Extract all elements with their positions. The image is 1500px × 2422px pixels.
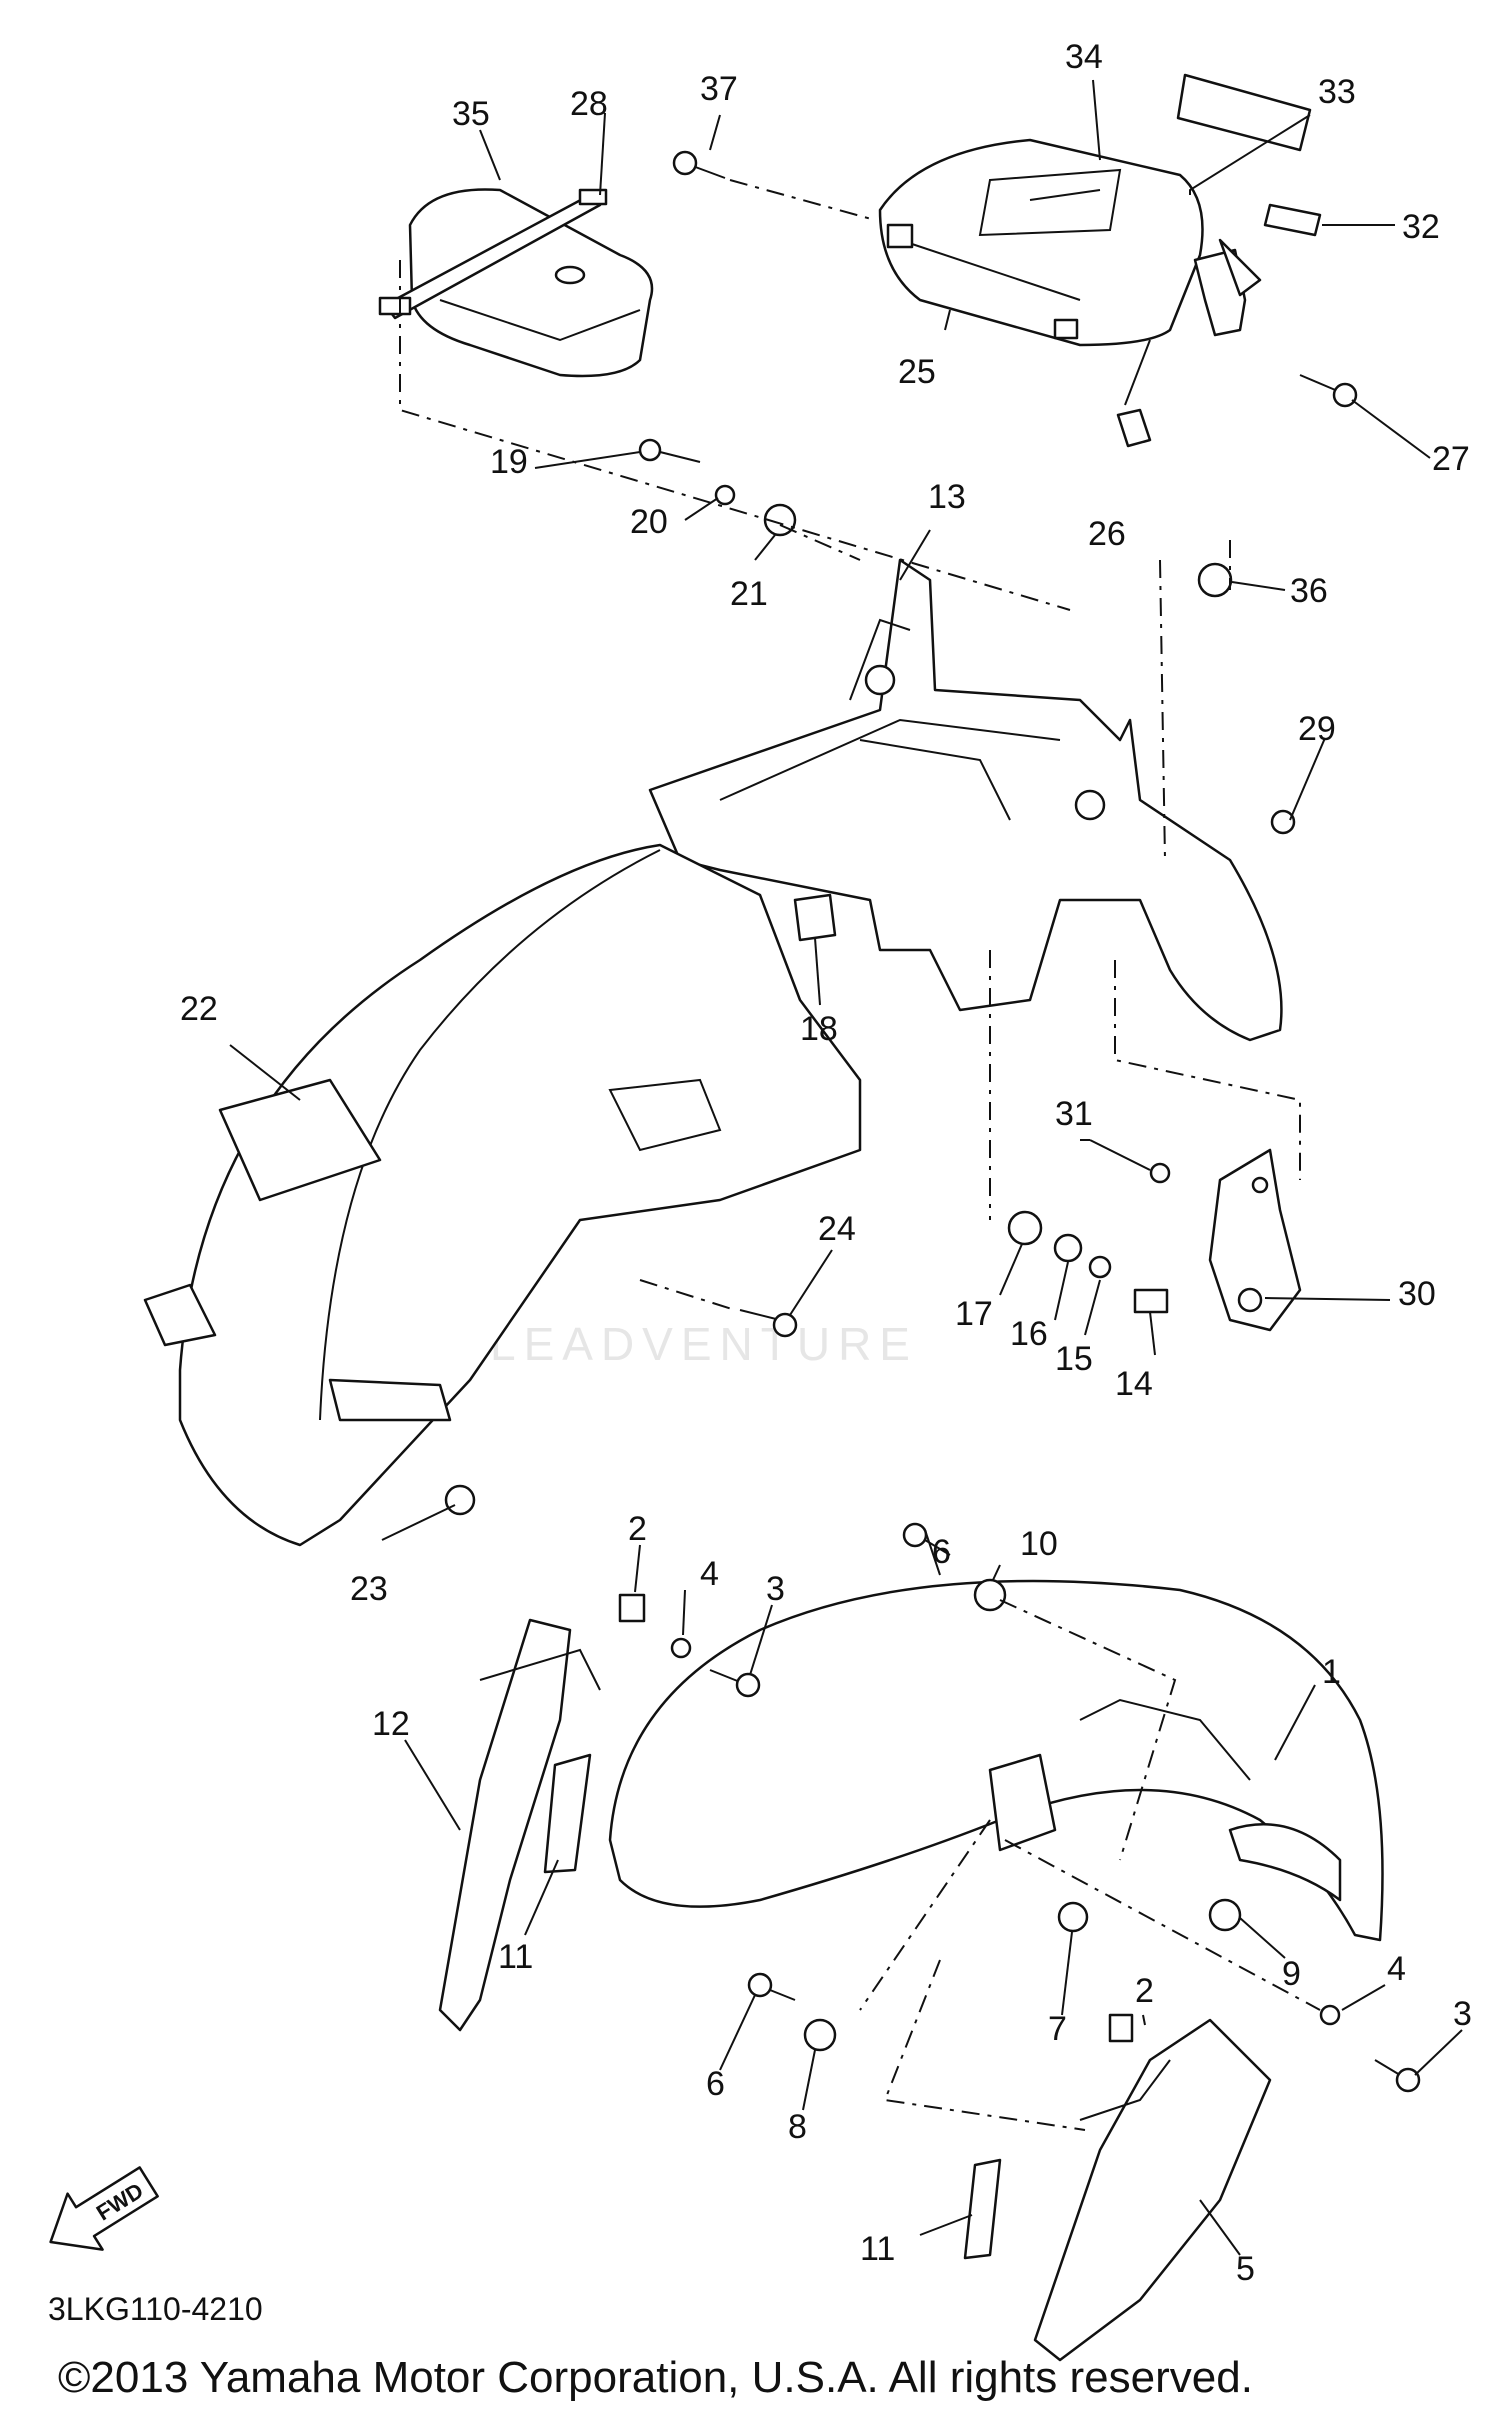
callout-35[interactable]: 35 [452, 95, 490, 133]
callout-28[interactable]: 28 [570, 85, 608, 123]
part-10-collar[interactable] [973, 1578, 1007, 1612]
callout-5[interactable]: 5 [1236, 2250, 1255, 2288]
part-37-bolt[interactable] [672, 150, 726, 179]
callout-30[interactable]: 30 [1398, 1275, 1436, 1313]
part-4-washer-upper[interactable] [670, 1637, 692, 1659]
callout-33[interactable]: 33 [1318, 73, 1356, 111]
part-14-bolt[interactable] [1133, 1288, 1169, 1314]
callout-36[interactable]: 36 [1290, 572, 1328, 610]
part-16-washer[interactable] [1053, 1233, 1083, 1263]
part-27-bolt[interactable] [1299, 374, 1358, 408]
callout-8[interactable]: 8 [788, 2108, 807, 2146]
part-6-bolt-lower[interactable] [747, 1972, 796, 2001]
part-2-clip-upper[interactable] [618, 1593, 646, 1623]
callout-32[interactable]: 32 [1402, 208, 1440, 246]
part-31-bolt[interactable] [1089, 1139, 1171, 1184]
part-18-clip[interactable] [793, 893, 837, 942]
callout-20[interactable]: 20 [630, 503, 668, 541]
part-25-cowl-bracket[interactable] [886, 223, 1081, 340]
callout-11[interactable]: 11 [498, 1938, 533, 1976]
callout-6[interactable]: 6 [932, 1533, 951, 1571]
part-26-nut[interactable] [1116, 408, 1152, 448]
part-11-reflector-left[interactable] [543, 1753, 592, 1874]
part-5-fender-stay-right[interactable] [1033, 2018, 1272, 2362]
callout-29[interactable]: 29 [1298, 710, 1336, 748]
part-15-lock-washer[interactable] [1088, 1255, 1112, 1279]
callout-2[interactable]: 2 [628, 1510, 647, 1548]
part-28-strap[interactable] [378, 188, 608, 320]
part-11-reflector-right[interactable] [963, 2158, 1002, 2260]
callout-11[interactable]: 11 [860, 2230, 895, 2268]
part-35-battery-cover[interactable] [408, 188, 654, 378]
part-24-bolt[interactable] [739, 1309, 798, 1338]
part-17-collar[interactable] [1007, 1210, 1043, 1246]
part-2-clip-lower[interactable] [1108, 2013, 1134, 2043]
part-12-fender-stay-left[interactable] [438, 1618, 601, 2032]
part-bracket-right-cowl[interactable] [1193, 238, 1262, 337]
part-22-rear-fender[interactable] [143, 843, 862, 1547]
part-19-bolt[interactable] [638, 438, 701, 463]
callout-3[interactable]: 3 [1453, 1995, 1472, 2033]
part-32-clip[interactable] [1263, 203, 1322, 237]
callout-26[interactable]: 26 [1088, 515, 1126, 553]
part-1-front-fender[interactable] [608, 1579, 1384, 1942]
callout-27[interactable]: 27 [1432, 440, 1470, 478]
callout-25[interactable]: 25 [898, 353, 936, 391]
callout-2[interactable]: 2 [1135, 1972, 1154, 2010]
callout-3[interactable]: 3 [766, 1570, 785, 1608]
callout-31[interactable]: 31 [1055, 1095, 1093, 1133]
forward-direction-arrow: FWD [49, 2166, 159, 2251]
callout-12[interactable]: 12 [372, 1705, 410, 1743]
copyright-notice: ©2013 Yamaha Motor Corporation, U.S.A. A… [58, 2353, 1253, 2402]
callout-21[interactable]: 21 [730, 575, 768, 613]
part-23-bolt[interactable] [444, 1484, 476, 1516]
drawing-code: 3LKG110-4210 [48, 2291, 263, 2327]
callout-23[interactable]: 23 [350, 1570, 388, 1608]
callout-22[interactable]: 22 [180, 990, 218, 1028]
callout-13[interactable]: 13 [928, 478, 966, 516]
part-36-grommet[interactable] [1197, 562, 1233, 598]
part-30-plate[interactable] [1208, 1148, 1302, 1332]
part-8-collar[interactable] [803, 2018, 837, 2052]
callout-10[interactable]: 10 [1020, 1525, 1058, 1563]
callout-15[interactable]: 15 [1055, 1340, 1093, 1378]
callout-24[interactable]: 24 [818, 1210, 856, 1248]
callout-18[interactable]: 18 [800, 1010, 838, 1048]
part-29-nut[interactable] [1270, 809, 1296, 835]
callout-4[interactable]: 4 [700, 1555, 719, 1593]
callout-19[interactable]: 19 [490, 443, 528, 481]
part-4-washer-lower[interactable] [1319, 2004, 1341, 2026]
part-13-rear-fender-bracket[interactable] [648, 558, 1283, 1042]
callout-16[interactable]: 16 [1010, 1315, 1048, 1353]
callout-1[interactable]: 1 [1322, 1653, 1341, 1691]
part-34-seat-cowl[interactable] [878, 138, 1204, 347]
callout-34[interactable]: 34 [1065, 38, 1103, 76]
callout-37[interactable]: 37 [700, 70, 738, 108]
part-3-bolt-upper[interactable] [709, 1669, 761, 1698]
callout-9[interactable]: 9 [1282, 1955, 1301, 1993]
callout-7[interactable]: 7 [1048, 2010, 1067, 2048]
part-9-collar[interactable] [1208, 1898, 1242, 1932]
part-20-washer[interactable] [714, 484, 736, 506]
callout-14[interactable]: 14 [1115, 1365, 1153, 1403]
callout-17[interactable]: 17 [955, 1295, 993, 1333]
part-3-bolt-lower[interactable] [1374, 2059, 1421, 2093]
callout-6[interactable]: 6 [706, 2065, 725, 2103]
part-7-grommet[interactable] [1057, 1901, 1089, 1933]
callout-4[interactable]: 4 [1387, 1950, 1406, 1988]
watermark: LEADVENTURE [490, 1318, 918, 1370]
part-33-emblem[interactable] [1176, 73, 1312, 152]
